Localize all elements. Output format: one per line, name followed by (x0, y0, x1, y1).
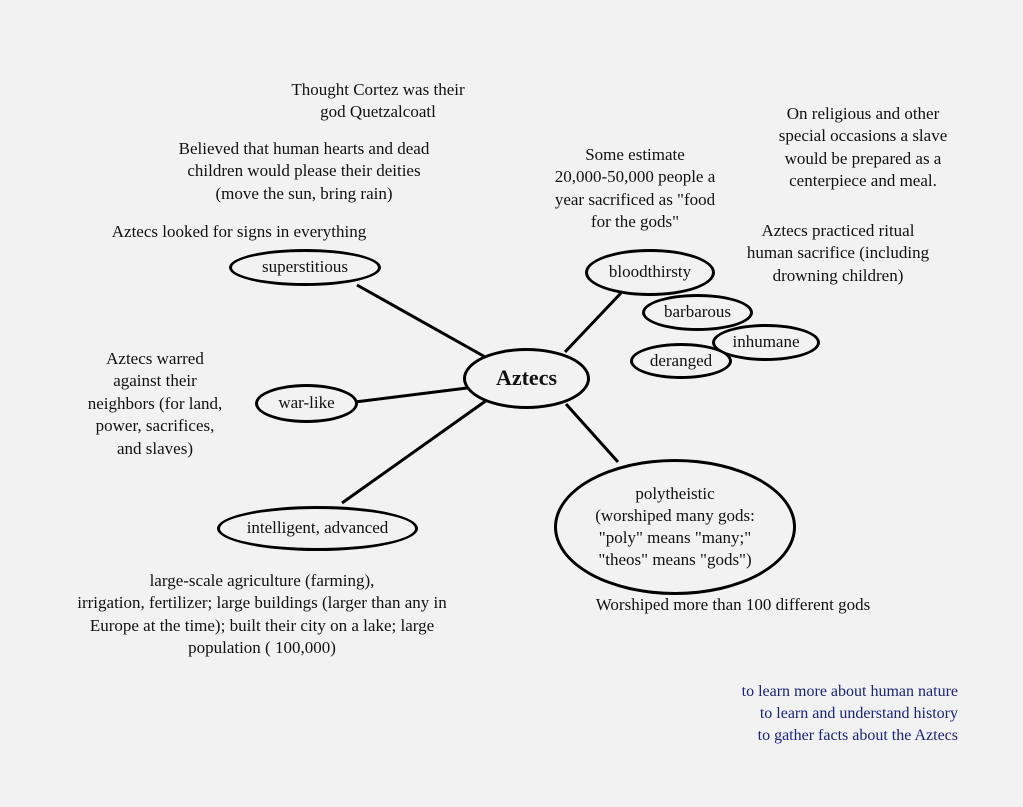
note-line: for the gods" (590, 212, 680, 232)
note-line: god Quetzalcoatl (320, 102, 436, 122)
center-node-aztecs: Aztecs (463, 348, 590, 409)
node-deranged: deranged (630, 343, 732, 379)
center-label: Aztecs (495, 365, 558, 391)
node-label: intelligent, advanced (246, 518, 389, 538)
note-line: year sacrificed as "food (554, 189, 716, 209)
node-superstitious: superstitious (229, 249, 381, 286)
note-ritual: Aztecs practiced ritual human sacrifice … (716, 220, 960, 287)
note-worshiped: Worshiped more than 100 different gods (560, 594, 906, 616)
purpose-list: to learn more about human nature to lear… (742, 681, 958, 747)
link-intelligent (341, 398, 488, 505)
note-agriculture: large-scale agriculture (farming), irrig… (50, 570, 474, 660)
link-war-like (354, 386, 468, 404)
link-superstitious (356, 283, 488, 360)
note-line: (move the sun, bring rain) (215, 183, 393, 203)
note-warred: Aztecs warred against their neighbors (f… (70, 348, 240, 460)
node-label: superstitious (262, 257, 348, 277)
note-estimate: Some estimate 20,000-50,000 people a yea… (530, 144, 740, 234)
node-label-line: polytheistic (635, 483, 715, 503)
purpose-item: to learn and understand history (759, 705, 958, 723)
note-line: irrigation, fertilizer; large buildings … (77, 593, 447, 613)
note-line: power, sacrifices, (95, 416, 215, 436)
note-line: drowning children) (772, 265, 904, 285)
node-label-line: "theos" means "gods") (598, 550, 752, 570)
note-line: Believed that human hearts and dead (178, 139, 430, 158)
note-line: Aztecs warred (106, 349, 204, 368)
note-line: Worshiped more than 100 different gods (595, 595, 871, 614)
note-line: human sacrifice (including (746, 243, 930, 263)
note-line: Some estimate (585, 145, 685, 164)
note-line: Europe at the time); built their city on… (89, 615, 435, 635)
note-line: and slaves) (116, 438, 193, 458)
note-line: centerpiece and meal. (789, 171, 937, 191)
node-bloodthirsty: bloodthirsty (585, 249, 715, 296)
note-line: On religious and other (786, 104, 940, 123)
note-signs: Aztecs looked for signs in everything (78, 221, 400, 243)
note-line: large-scale agriculture (farming), (149, 571, 375, 590)
node-label: war-like (278, 393, 335, 413)
node-label-line: (worshiped many gods: (595, 505, 755, 525)
note-line: special occasions a slave (778, 126, 948, 146)
note-line: neighbors (for land, (87, 393, 223, 413)
node-label-line: "poly" means "many;" (598, 528, 752, 547)
node-inhumane: inhumane (712, 324, 820, 361)
note-line: would be prepared as a (784, 148, 942, 168)
note-religious: On religious and other special occasions… (750, 103, 976, 193)
note-hearts: Believed that human hearts and dead chil… (138, 138, 470, 205)
node-label: deranged (649, 350, 713, 370)
link-polytheistic (564, 402, 620, 464)
note-line: Thought Cortez was their (291, 80, 465, 99)
node-barbarous: barbarous (642, 294, 753, 331)
node-intelligent-advanced: intelligent, advanced (217, 506, 418, 551)
note-line: children would please their deities (187, 161, 421, 181)
link-bloodthirsty (563, 291, 623, 354)
note-line: against their (113, 371, 197, 391)
note-line: Aztecs practiced ritual (761, 221, 915, 240)
purpose-item: to learn more about human nature (741, 683, 958, 700)
note-cortez: Thought Cortez was their god Quetzalcoat… (258, 79, 498, 124)
note-line: 20,000-50,000 people a (554, 167, 716, 187)
node-label: bloodthirsty (608, 262, 692, 282)
purpose-item: to gather facts about the Aztecs (757, 727, 958, 745)
note-line: Aztecs looked for signs in everything (111, 222, 367, 241)
node-label: barbarous (663, 302, 732, 322)
node-polytheistic: polytheistic (worshiped many gods: "poly… (554, 459, 796, 595)
node-label: inhumane (732, 332, 800, 352)
node-war-like: war-like (255, 384, 358, 423)
note-line: population ( 100,000) (188, 638, 336, 658)
